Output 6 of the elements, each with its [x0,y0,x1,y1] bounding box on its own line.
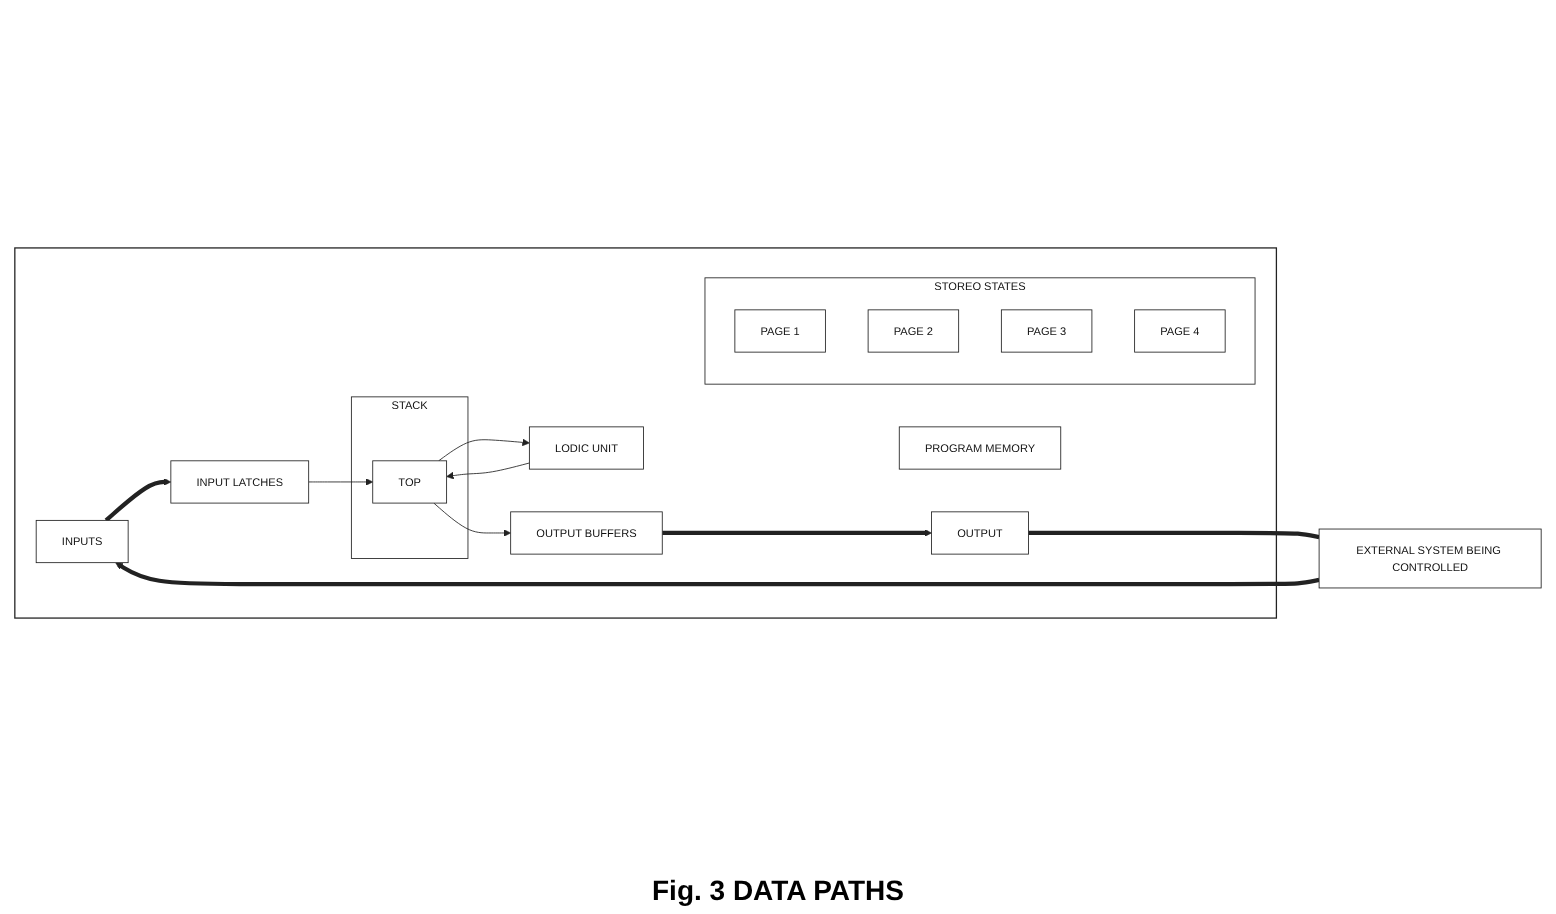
figure-caption: Fig. 3 DATA PATHS [652,874,904,906]
arrow [662,529,932,537]
cluster [14,247,1278,619]
arrow [104,478,172,522]
connector [1028,530,1320,540]
arrow [115,562,1320,587]
